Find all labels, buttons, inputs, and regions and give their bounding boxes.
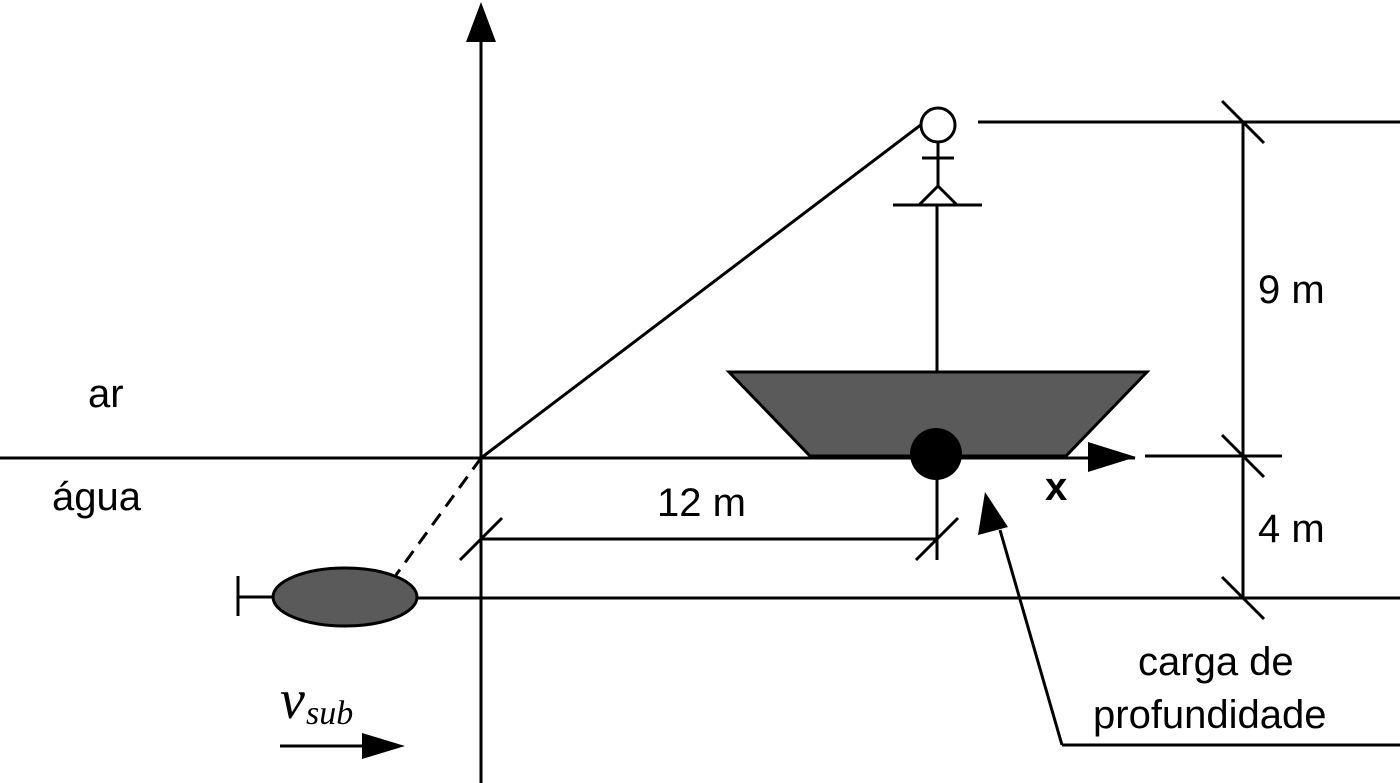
charge-pointer-arrow — [978, 492, 1008, 535]
charge-label-line1: carga de — [1138, 640, 1294, 684]
observer-leg-right — [936, 184, 959, 207]
x-axis-arrow — [1088, 442, 1136, 472]
vertical-axis-arrow — [466, 2, 496, 42]
distance-12m-label: 12 m — [657, 481, 746, 525]
dimension-tick-top — [1220, 99, 1266, 145]
submarine-body — [271, 566, 419, 628]
observer-leg-left — [917, 184, 940, 207]
boat-hull — [725, 370, 1151, 458]
observer-figure — [893, 106, 982, 207]
dimension-tick-12m-left — [458, 516, 504, 562]
charge-label-line2: profundidade — [1093, 693, 1327, 737]
velocity-subscript: sub — [306, 695, 353, 732]
charge-pointer-line — [998, 529, 1064, 746]
x-axis-label: x — [1045, 465, 1067, 509]
observer-head — [919, 106, 957, 144]
water-label: água — [52, 475, 142, 519]
sight-line — [480, 122, 923, 460]
dimension-tick-bottom — [1220, 575, 1266, 621]
velocity-symbol: v — [280, 669, 305, 731]
height-9m-label: 9 m — [1258, 268, 1325, 312]
dimension-tick-12m-right — [914, 516, 960, 562]
dimension-tick-middle — [1220, 433, 1266, 479]
depth-4m-label: 4 m — [1258, 507, 1325, 551]
air-label: ar — [88, 372, 124, 416]
depth-charge — [910, 428, 962, 480]
velocity-arrow-head — [362, 733, 405, 759]
sight-line-dashed — [394, 457, 483, 576]
